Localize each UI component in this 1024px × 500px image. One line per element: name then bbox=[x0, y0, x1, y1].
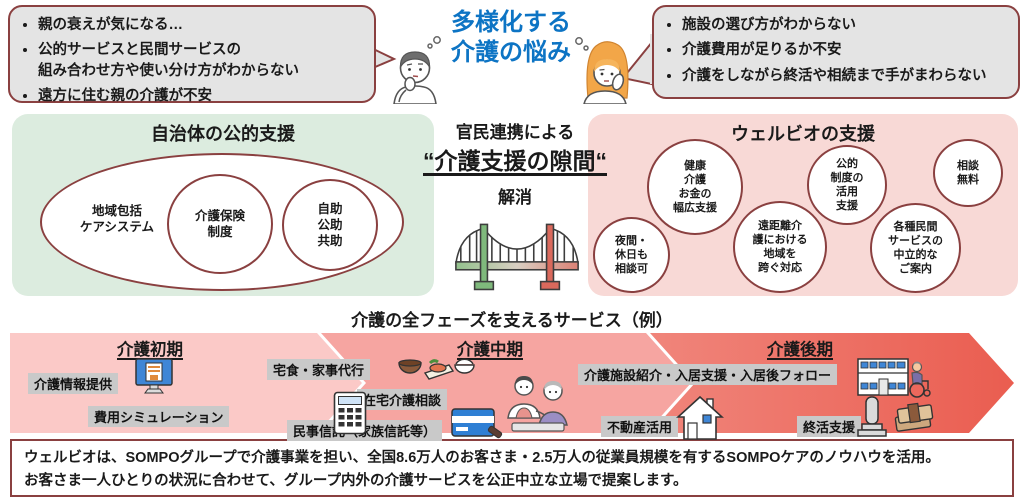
service-real-estate: 不動産活用 bbox=[601, 416, 679, 437]
phase-early-header: 介護初期 bbox=[117, 341, 183, 359]
support-circle-health: 健康 介護 お金の 幅広支援 bbox=[647, 139, 743, 235]
self-public-mutual-circle: 自助 公助 共助 bbox=[282, 179, 378, 271]
calculator-icon bbox=[333, 391, 367, 435]
support-circle-public-system: 公的 制度の 活用 支援 bbox=[807, 145, 887, 225]
suspension-bridge-icon bbox=[455, 223, 579, 291]
bubble-item: 公的サービスと民間サービスの 組み合わせ方や使い分け方がわからない bbox=[38, 40, 364, 81]
right-bubble-list: 施設の選び方がわからない 介護費用が足りるか不安 介護をしながら終活や相続まで手… bbox=[668, 15, 1008, 86]
money-icon bbox=[894, 402, 934, 432]
community-care-label: 地域包括 ケアシステム bbox=[79, 204, 155, 235]
bubble-item: 遠方に住む親の介護が不安 bbox=[38, 86, 364, 106]
service-end-of-life: 終活支援 bbox=[797, 416, 862, 437]
phase-late-header: 介護後期 bbox=[767, 341, 833, 359]
service-cost-simulation: 費用シミュレーション bbox=[88, 406, 230, 427]
support-circle-neutral-guide: 各種民間 サービスの 中立的な ご案内 bbox=[870, 203, 961, 293]
bubble-item: 介護をしながら終活や相続まで手がまわらない bbox=[682, 66, 1008, 86]
right-speech-bubble: 施設の選び方がわからない 介護費用が足りるか不安 介護をしながら終活や相続まで手… bbox=[652, 5, 1020, 99]
phase-mid-header: 介護中期 bbox=[457, 341, 523, 359]
support-circle-label: 夜間・ 休日も 相談可 bbox=[615, 234, 648, 276]
left-bubble-list: 親の衰えが気になる… 公的サービスと民間サービスの 組み合わせ方や使い分け方がわ… bbox=[24, 15, 364, 106]
phase-arrow-band: 介護初期 介護中期 介護後期 介護情報提供 費用シミュレーション 宅食・家事代行 bbox=[0, 333, 1024, 441]
support-circle-free: 相談 無料 bbox=[933, 139, 1003, 207]
worried-woman-icon bbox=[575, 37, 629, 104]
service-home-care-consult: 在宅介護相談 bbox=[357, 389, 448, 410]
footer-line1: ウェルビオは、SOMPOグループで介護事業を担い、全国8.6万人のお客さま・2.… bbox=[24, 450, 940, 466]
service-care-info: 介護情報提供 bbox=[28, 373, 119, 394]
bubble-item: 介護費用が足りるか不安 bbox=[682, 40, 1008, 60]
bubble-item: 施設の選び方がわからない bbox=[682, 15, 1008, 35]
support-circle-label: 公的 制度の 活用 支援 bbox=[830, 157, 864, 213]
caregiver-elderly-icon bbox=[507, 376, 568, 432]
service-meal-housework: 宅食・家事代行 bbox=[267, 359, 371, 380]
public-support-title: 自治体の公的支援 bbox=[151, 124, 295, 144]
meal-tray-icon bbox=[398, 358, 475, 380]
care-facility-icon bbox=[857, 358, 909, 396]
self-public-mutual-label: 自助 公助 共助 bbox=[317, 201, 343, 249]
support-circle-label: 遠距離介 護における 地域を 跨ぐ対応 bbox=[752, 219, 808, 275]
page-title: 多様化する 介護の悩み bbox=[451, 9, 571, 66]
grave-icon bbox=[857, 396, 887, 437]
monitor-icon bbox=[135, 358, 173, 394]
left-speech-bubble: 親の衰えが気になる… 公的サービスと民間サービスの 組み合わせ方や使い分け方がわ… bbox=[8, 5, 376, 106]
care-insurance-circle: 介護保険 制度 bbox=[167, 174, 273, 274]
support-circle-label: 健康 介護 お金の 幅広支援 bbox=[673, 159, 717, 215]
house-icon bbox=[676, 395, 724, 440]
support-circle-label: 相談 無料 bbox=[957, 159, 979, 186]
center-line2: “介護支援の隙間“ bbox=[423, 148, 607, 174]
footer-line2: お客さま一人ひとりの状況に合わせて、グループ内外の介護サービスを公正中立な立場で… bbox=[24, 473, 688, 490]
worried-man-icon bbox=[393, 36, 441, 104]
bubble-item: 親の衰えが気になる… bbox=[38, 15, 364, 35]
center-line3: 解消 bbox=[498, 188, 532, 207]
support-circle-label: 各種民間 サービスの 中立的な ご案内 bbox=[888, 220, 943, 276]
wellbio-title: ウェルビオの支援 bbox=[731, 124, 875, 144]
footer-note: ウェルビオは、SOMPOグループで介護事業を担い、全国8.6万人のお客さま・2.… bbox=[10, 439, 1014, 497]
service-facility-intro: 介護施設紹介・入居支援・入居後フォロー bbox=[578, 364, 838, 385]
phases-title: 介護の全フェーズを支えるサービス（例） bbox=[351, 311, 673, 330]
credit-card-icon bbox=[451, 408, 503, 439]
care-insurance-label: 介護保険 制度 bbox=[194, 208, 245, 239]
support-circle-distance: 遠距離介 護における 地域を 跨ぐ対応 bbox=[733, 201, 827, 293]
support-circle-night: 夜間・ 休日も 相談可 bbox=[593, 217, 670, 293]
center-line1: 官民連携による bbox=[455, 123, 575, 142]
wheelchair-icon bbox=[909, 361, 931, 398]
